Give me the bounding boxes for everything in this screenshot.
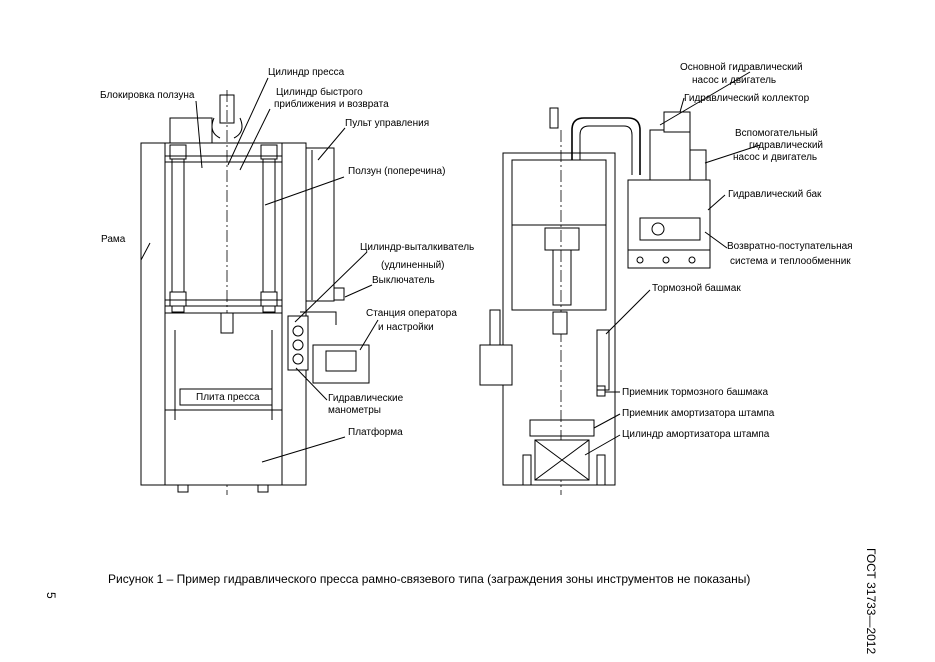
label-ejector-2: (удлиненный) [381, 260, 445, 271]
label-main-pump-2: насос и двигатель [692, 75, 776, 86]
frame-left-column [140, 142, 166, 486]
upper-cylinder-housing [511, 159, 607, 311]
label-manifold: Гидравлический коллектор [684, 93, 810, 104]
main-pump [649, 129, 691, 183]
label-station-1: Станция оператора [366, 308, 457, 319]
label-brake-shoe: Тормозной башмак [652, 282, 741, 294]
label-main-pump-1: Основной гидравлический [680, 62, 803, 73]
side-unit [479, 344, 513, 386]
label-recip-1: Возвратно-поступательная [727, 241, 853, 252]
label-gauges-2: манометры [328, 405, 381, 416]
left-press-view [140, 90, 370, 495]
label-station-2: и настройки [378, 322, 434, 333]
page-number: 5 [44, 592, 58, 599]
label-die-cushion-receiver: Приемник амортизатора штампа [622, 408, 775, 419]
label-aux-pump-2: гидравлический [749, 140, 823, 151]
labels: Цилиндр пресса Блокировка ползуна Цилинд… [100, 62, 853, 440]
gauge-panel [287, 315, 309, 371]
figure-caption: Рисунок 1 – Пример гидравлического пресс… [108, 572, 751, 586]
aux-pump [689, 149, 707, 181]
manifold [663, 111, 691, 133]
label-slide: Ползун (поперечина) [348, 166, 445, 177]
label-aux-pump-3: насос и двигатель [733, 152, 817, 163]
label-press-plate: Плита пресса [196, 392, 260, 403]
frame-right-column [281, 142, 307, 486]
label-control-panel: Пульт управления [345, 118, 429, 129]
brake-shoe [596, 329, 610, 391]
label-platform: Платформа [348, 426, 403, 438]
ejector-rod [220, 312, 234, 334]
label-ejector-1: Цилиндр-выталкиватель [360, 242, 474, 253]
label-frame: Рама [101, 234, 126, 245]
label-slide-lock: Блокировка ползуна [100, 90, 195, 101]
standard-number: ГОСТ 31733—2012 [864, 548, 878, 655]
label-fast-cylinder-1: Цилиндр быстрого [276, 86, 363, 98]
leader-lines [140, 71, 761, 463]
label-brake-receiver: Приемник тормозного башмака [622, 386, 768, 398]
control-panel [305, 147, 335, 302]
press-plate [179, 388, 273, 406]
hydraulic-tank [627, 179, 711, 269]
label-recip-2: система и теплообменник [730, 255, 851, 267]
crown [164, 142, 283, 314]
slide-lock-block [169, 117, 213, 144]
label-tank: Гидравлический бак [728, 188, 822, 200]
label-fast-cylinder-2: приближения и возврата [274, 98, 389, 110]
switch-box [333, 287, 345, 301]
label-die-cushion-cylinder: Цилиндр амортизатора штампа [622, 429, 770, 440]
label-switch: Выключатель [372, 275, 435, 286]
label-aux-pump-1: Вспомогательный [735, 128, 818, 139]
brake-receiver [596, 385, 606, 397]
label-press-cylinder: Цилиндр пресса [268, 67, 345, 78]
label-gauges-1: Гидравлические [328, 393, 404, 404]
right-press-view [479, 107, 711, 495]
